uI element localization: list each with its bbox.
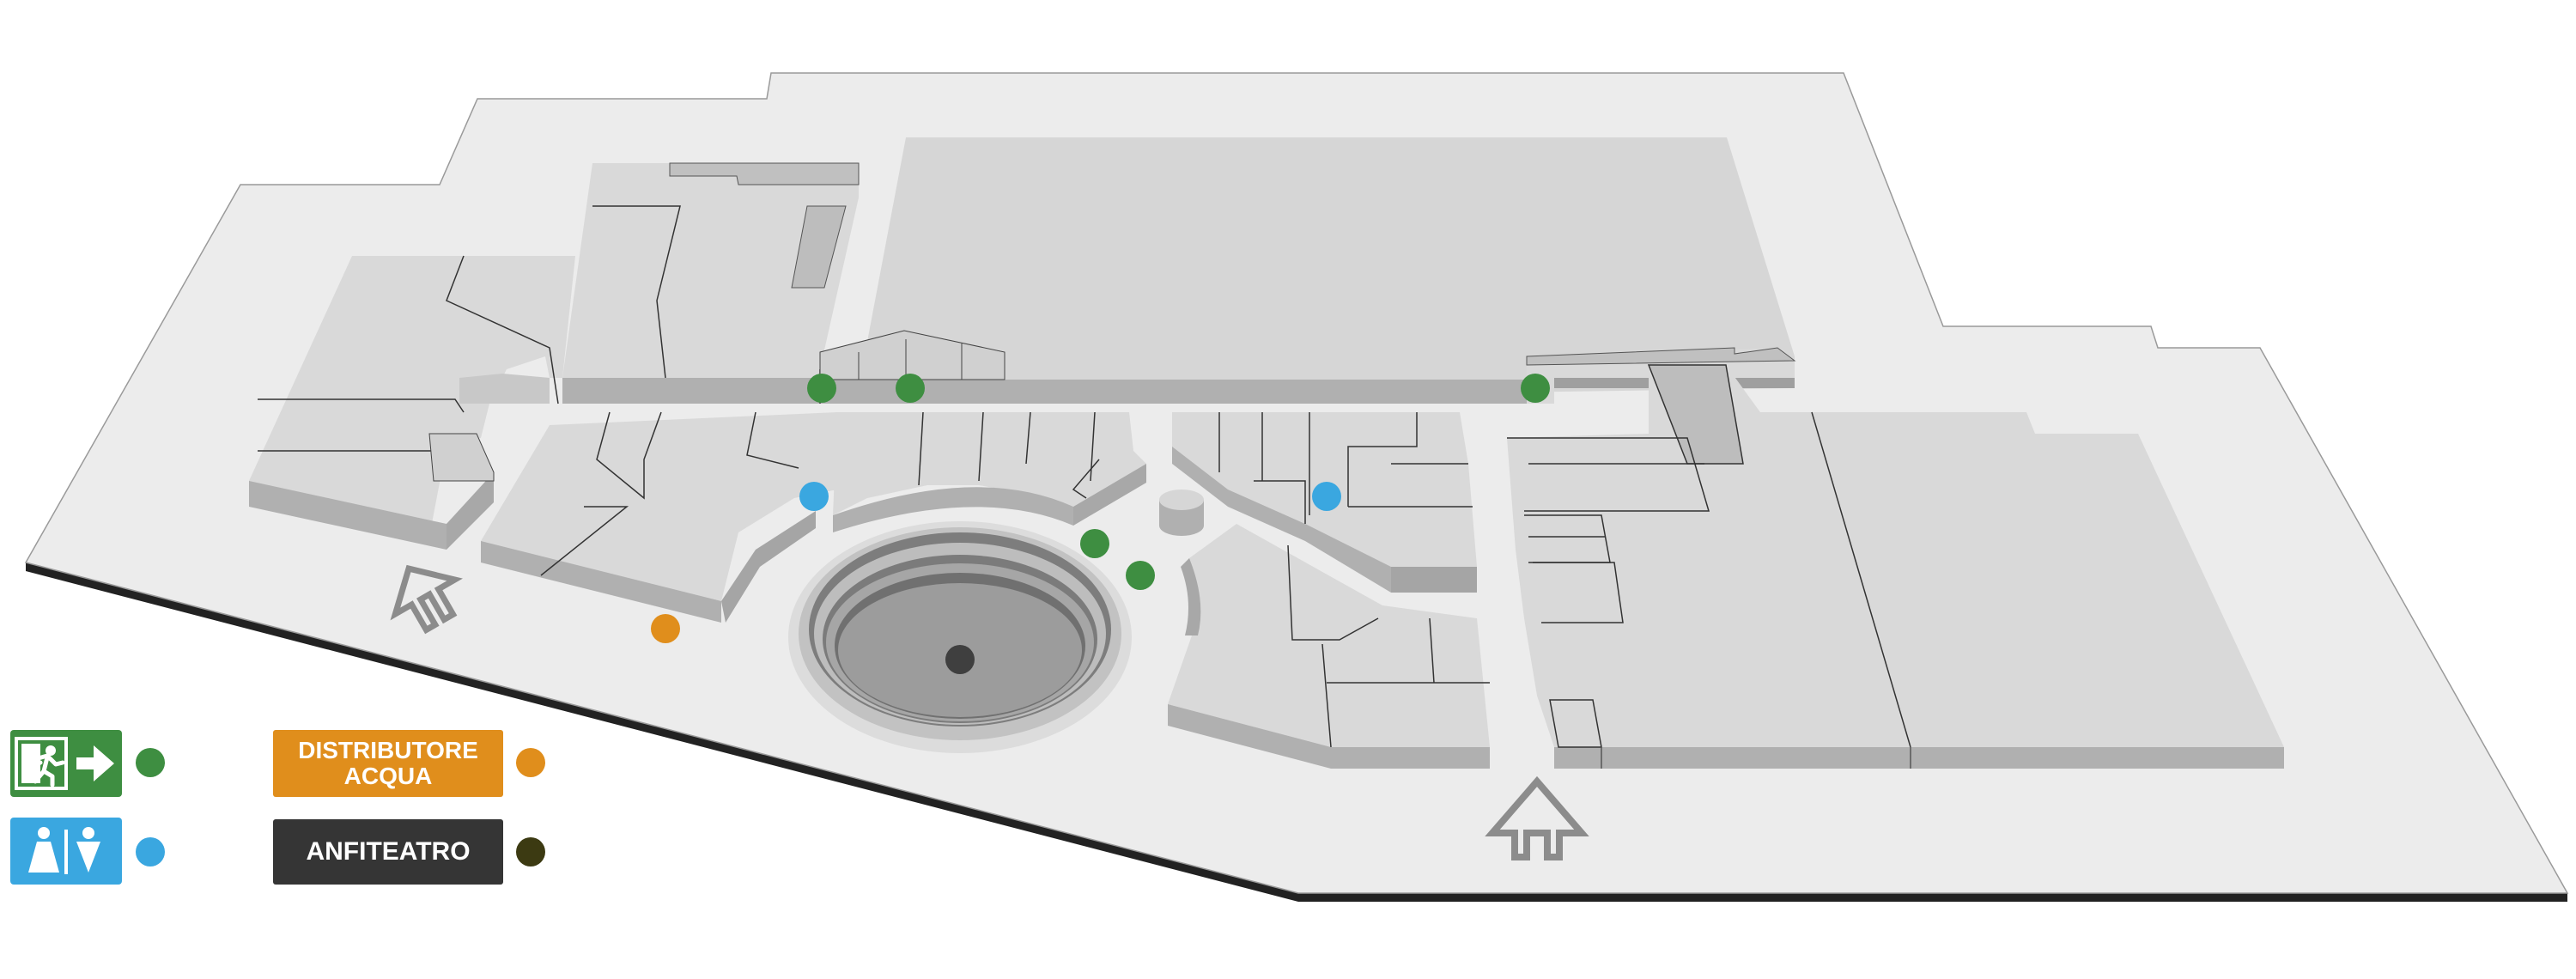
- store-large-north: [820, 137, 1795, 404]
- store-block-east: [1507, 364, 2284, 769]
- emergency-exit-marker: [1080, 529, 1109, 558]
- restroom-legend-badge: [10, 818, 122, 885]
- emergency-exit-legend-badge: [10, 730, 122, 797]
- store-block-northwest: [562, 162, 1005, 404]
- store-block-west: [249, 255, 575, 550]
- entrance-arrow-icon: [1485, 775, 1589, 860]
- restroom-marker: [799, 482, 829, 511]
- store-block-southwest: [481, 411, 837, 623]
- emergency-exit-markers: [807, 374, 1550, 590]
- emergency-exit-marker: [1126, 561, 1155, 590]
- amphitheater-legend-dot: [516, 837, 545, 867]
- emergency-exit-icon: [15, 737, 114, 790]
- kiosk-cylinder: [1159, 490, 1204, 536]
- amphitheater-center-marker: [945, 645, 975, 674]
- amphitheater-legend-label: ANFITEATRO: [273, 819, 503, 885]
- emergency-exit-legend-dot: [136, 748, 165, 777]
- water-dispenser-legend-dot: [516, 748, 545, 777]
- store-block-southeast-central: [1168, 524, 1490, 769]
- emergency-exit-marker: [896, 374, 925, 403]
- restroom-marker: [1312, 482, 1341, 511]
- emergency-exit-marker: [1521, 374, 1550, 403]
- store-block-central-arc: [833, 411, 1146, 532]
- restroom-legend-dot: [136, 837, 165, 867]
- water-dispenser-marker: [651, 614, 680, 643]
- restroom-markers: [799, 482, 1341, 511]
- entrance-arrow-icon: [390, 564, 463, 635]
- emergency-exit-marker: [807, 374, 836, 403]
- restroom-icon: [28, 827, 100, 874]
- amphitheater: [788, 521, 1132, 753]
- water-dispenser-legend-label: DISTRIBUTORE ACQUA: [273, 730, 503, 797]
